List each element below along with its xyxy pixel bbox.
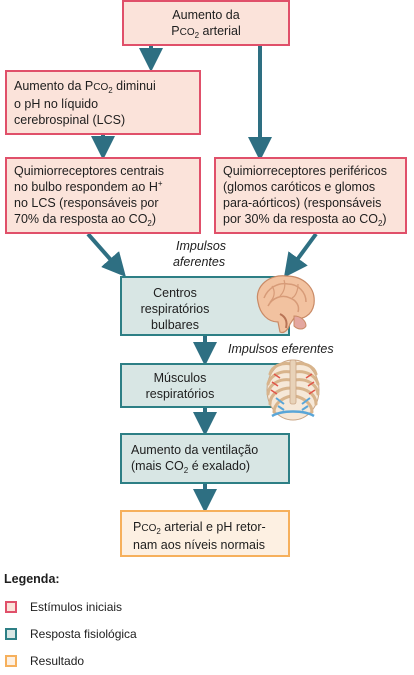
b3-line3: no LCS (responsáveis por	[14, 196, 159, 210]
b8-line1: PCO2 arterial e pH retor-	[133, 520, 266, 536]
afferent-impulses-label: Impulsos aferentes	[172, 238, 226, 270]
legend-label-result: Resultado	[30, 654, 85, 668]
b4-line3: para-aórticos) (responsáveis	[223, 196, 382, 210]
box-increase-pco2-arterial: Aumento da PCO2 arterial	[122, 0, 290, 46]
legend-label-initial: Estímulos iniciais	[30, 600, 123, 614]
b3-line4: 70% da resposta ao CO2)	[14, 212, 157, 228]
box-pco2-lowers-csf-ph: Aumento da PCO2 diminui o pH no líquido …	[5, 70, 201, 135]
b5-line1: Centros	[153, 286, 197, 300]
b8-line2: nam aos níveis normais	[133, 538, 266, 552]
box-increased-ventilation: Aumento da ventilação (mais CO2 é exalad…	[120, 433, 290, 484]
afferent-line1: Impulsos	[176, 239, 227, 253]
b4-line1: Quimiorreceptores periféricos	[223, 164, 387, 178]
b1-line1: Aumento da	[172, 8, 240, 22]
b6-line1: Músculos	[153, 371, 207, 385]
b6-line2: respiratórios	[145, 387, 215, 401]
box-respiratory-muscles: Músculos respiratórios	[120, 363, 290, 408]
b3-line1: Quimiorreceptores centrais	[14, 164, 165, 178]
b5-line3: bulbares	[151, 318, 199, 332]
b7-line1: Aumento da ventilação	[131, 443, 259, 457]
box-result-normal-levels: PCO2 arterial e pH retor- nam aos níveis…	[120, 510, 290, 557]
arrow-b3-b5	[86, 232, 126, 277]
box-central-chemoreceptors: Quimiorreceptores centrais no bulbo resp…	[5, 157, 201, 234]
brain-illustration	[256, 275, 315, 334]
legend-swatch-initial	[5, 601, 17, 613]
ribcage-illustration	[266, 359, 320, 421]
legend-title: Legenda:	[4, 572, 60, 586]
b3-line2: no bulbo respondem ao H+	[14, 179, 163, 195]
b4-line4: por 30% da resposta ao CO2)	[223, 212, 387, 228]
efferent-impulses-label: Impulsos eferentes	[228, 342, 334, 356]
b2-line1: Aumento da PCO2 diminui	[14, 79, 156, 95]
b1-line2: PCO2 arterial	[171, 24, 241, 40]
box-peripheral-chemoreceptors: Quimiorreceptores periféricos (glomos ca…	[214, 157, 407, 234]
b2-line2: o pH no líquido	[14, 97, 99, 111]
legend-swatch-result	[5, 655, 17, 667]
b5-line2: respiratórios	[140, 302, 210, 316]
legend-label-response: Resposta fisiológica	[30, 627, 137, 641]
arrow-b4-b5	[283, 232, 318, 278]
b2-line3: cerebrospinal (LCS)	[14, 113, 126, 127]
b7-line2: (mais CO2 é exalado)	[131, 459, 251, 475]
b4-line2: (glomos caróticos e glomos	[223, 180, 376, 194]
afferent-line2: aferentes	[172, 255, 226, 269]
legend-swatch-response	[5, 628, 17, 640]
